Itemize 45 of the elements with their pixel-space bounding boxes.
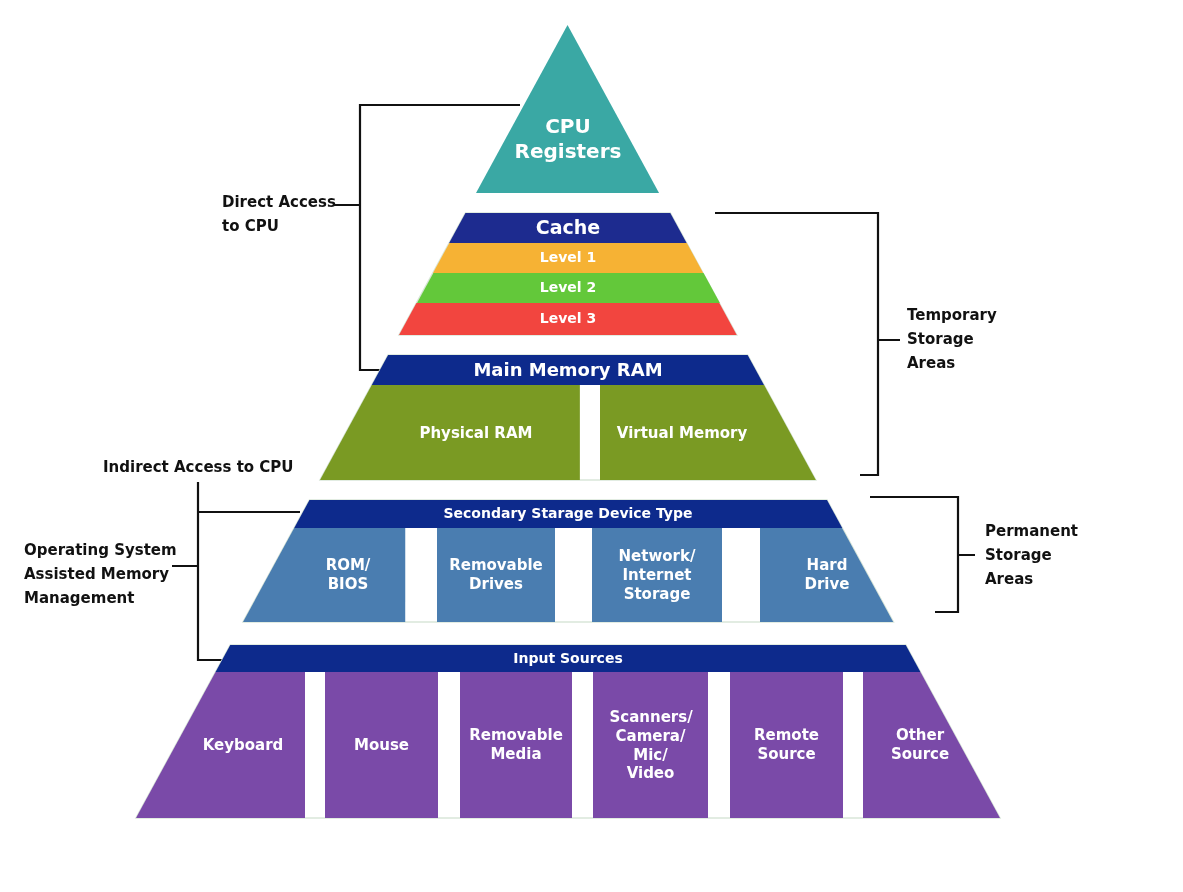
pyramid-segment [730, 672, 843, 818]
pyramid-segment [399, 303, 737, 335]
segment-label: Level 1 [539, 249, 597, 267]
pyramid-segment [600, 385, 816, 480]
pyramid-tier [399, 213, 737, 335]
segment-label: Level 3 [539, 310, 597, 328]
pyramid-segment [593, 672, 708, 818]
pyramid-segment [320, 385, 580, 480]
segment-label: Removable Drives [448, 556, 544, 594]
tier-heading: Secondary Starage Device Type [443, 505, 693, 523]
pyramid-segment [416, 273, 720, 303]
tier-heading: Input Sources [513, 649, 623, 668]
segment-label: Virtual Memory [616, 423, 748, 442]
pyramid-segment [863, 672, 1000, 818]
segment-label: CPU Registers [513, 114, 623, 165]
segment-label: ROM/ BIOS [324, 556, 372, 594]
pyramid-segment [460, 672, 572, 818]
bracket-label: Temporary Storage Areas [907, 305, 998, 374]
tier-heading: Cache [535, 216, 601, 240]
pyramid-segment [325, 672, 438, 818]
segment-label: Network/ Internet Storage [617, 546, 697, 604]
pyramid-segment [760, 528, 894, 622]
pyramid-segment [592, 528, 722, 622]
segment-label: Level 2 [539, 279, 597, 297]
pyramid-tier [136, 645, 1000, 818]
tier-heading: Main Memory RAM [473, 358, 663, 382]
bracket-label: Indirect Access to CPU [103, 457, 294, 478]
segment-label: Remote Source [753, 726, 820, 764]
segment-label: Scanners/ Camera/ Mic/ Video [609, 707, 692, 783]
pyramid-apex [476, 25, 660, 193]
segment-label: Hard Drive [803, 556, 851, 594]
segment-label: Keyboard [202, 735, 284, 755]
pyramid-segment [432, 243, 704, 273]
segment-label: Removable Media [468, 726, 564, 764]
pyramid-tier [320, 355, 816, 480]
bracket-label: Direct Access to CPU [222, 192, 337, 237]
pyramid-segment [242, 528, 405, 622]
bracket-label: Permanent Storage Areas [985, 521, 1080, 590]
segment-label: Mouse [354, 735, 409, 755]
pyramid-segment [437, 528, 555, 622]
segment-label: Other Source [889, 726, 951, 764]
pyramid-tier [242, 500, 894, 622]
segment-label: Physical RAM [419, 423, 533, 442]
pyramid-segment [136, 672, 305, 818]
bracket-label: Operating System Assisted Memory Management [24, 540, 178, 609]
